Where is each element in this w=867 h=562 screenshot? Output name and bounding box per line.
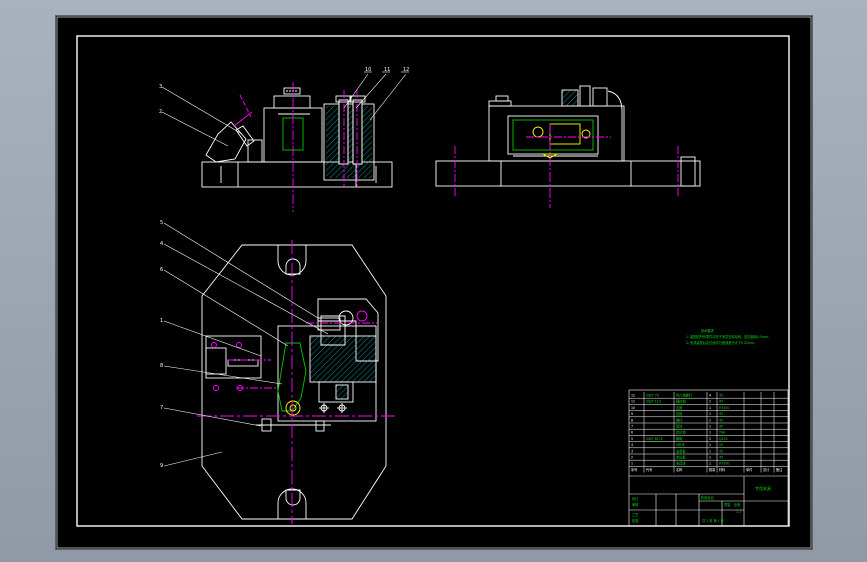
notes-heading: 技术要求	[701, 328, 715, 333]
column-header: 序号	[631, 467, 637, 472]
part-no: 11	[631, 400, 635, 404]
part-qty: 1	[709, 431, 711, 435]
sign-row-4: 批准	[632, 518, 639, 523]
part-no: 4	[631, 443, 633, 447]
drawing-title: 专用夹具	[755, 485, 771, 491]
balloon-front-3: 3	[159, 84, 162, 90]
part-material: 45	[719, 456, 723, 460]
part-qty: 2	[709, 400, 711, 404]
part-qty: 1	[709, 456, 711, 460]
balloon-plan-8: 8	[160, 363, 163, 369]
part-material: HT200	[719, 406, 729, 410]
part-material: Q235	[719, 437, 728, 441]
part-qty: 1	[709, 449, 711, 453]
sign-row-2: 审核	[632, 502, 639, 507]
balloon-front-11: 11	[384, 67, 390, 73]
balloon-plan-6: 6	[160, 267, 163, 273]
part-no: 9	[631, 412, 633, 416]
part-name: 螺杆	[676, 417, 683, 422]
sheet-number: 共 1 张 第 1 张	[702, 518, 725, 523]
part-no: 10	[631, 406, 635, 410]
part-qty: 1	[709, 425, 711, 429]
scale-label-2: 重量	[724, 502, 731, 507]
part-no: 12	[631, 394, 635, 398]
part-qty: 4	[709, 394, 711, 398]
balloon-plan-9: 9	[160, 463, 163, 469]
sign-row-1: 设计	[632, 496, 639, 501]
part-name: 定位销	[676, 430, 686, 435]
part-qty: 1	[709, 443, 711, 447]
part-name: 定位板	[676, 455, 686, 460]
part-name: 压板	[676, 411, 683, 416]
side-view	[435, 85, 701, 208]
scale-label-1: 阶段标记	[701, 495, 715, 500]
part-name: 支座	[676, 405, 683, 410]
part-name: 螺母	[676, 436, 682, 441]
part-no: 2	[631, 456, 633, 460]
part-material: 45	[719, 418, 723, 422]
assembly-drawing: 3 2 10 11 12	[56, 16, 812, 549]
balloon-plan-5: 5	[160, 220, 163, 226]
part-qty: 1	[709, 412, 711, 416]
balloon-plan-4: 4	[160, 241, 163, 247]
column-header: 代号	[646, 467, 652, 472]
notes-line-1: 1. 装配前所有零件清洗干净并去除毛刺，锐边倒钝0.5mm。	[686, 334, 771, 339]
part-material: 45	[719, 425, 723, 429]
part-material: 35	[719, 394, 723, 398]
part-qty: 2	[709, 437, 711, 441]
balloon-plan-7: 7	[160, 405, 163, 411]
plan-view	[163, 222, 396, 524]
balloon-front-2: 2	[159, 109, 162, 115]
balloon-front-10: 10	[365, 67, 371, 73]
part-qty: 1	[709, 462, 711, 466]
part-name: 支承板	[676, 448, 686, 453]
balloon-plan-1: 1	[160, 318, 163, 324]
outer-border	[56, 16, 812, 549]
column-header: 单件	[746, 467, 753, 472]
part-no: 1	[631, 462, 633, 466]
part-material: 45	[719, 400, 723, 404]
title-block	[628, 389, 789, 527]
part-material: 45	[719, 449, 723, 453]
part-name: V形块	[676, 442, 685, 447]
part-no: 6	[631, 431, 633, 435]
scale-label-3: 比例	[734, 502, 740, 507]
part-no: 8	[631, 418, 633, 422]
column-header: 名称	[676, 467, 683, 472]
balloon-front-12: 12	[403, 67, 409, 73]
part-name: 圆柱销	[676, 399, 686, 404]
part-name: 夹具体	[676, 461, 686, 466]
part-code: GB/T 6170	[646, 437, 663, 441]
part-qty: 1	[709, 418, 711, 422]
part-code: GB/T 70	[646, 394, 659, 398]
part-no: 7	[631, 425, 633, 429]
scale-value: 1:1	[736, 510, 741, 514]
column-header: 备注	[776, 467, 783, 472]
part-code: GB/T 119	[646, 400, 661, 404]
column-header: 数量	[709, 467, 716, 472]
part-name: 垫块	[676, 424, 683, 429]
column-header: 总计	[763, 467, 770, 472]
part-qty: 1	[709, 406, 711, 410]
part-material: HT200	[719, 462, 729, 466]
part-material: 45	[719, 412, 723, 416]
front-view	[161, 71, 409, 212]
sign-row-3: 工艺	[632, 512, 638, 517]
cad-viewport[interactable]: 3 2 10 11 12	[55, 15, 813, 550]
part-material: T8A	[718, 431, 726, 435]
part-name: 内六角螺钉	[676, 393, 693, 398]
column-header: 材料	[719, 467, 726, 472]
part-no: 5	[631, 437, 633, 441]
part-no: 3	[631, 449, 633, 453]
inner-border	[76, 35, 790, 527]
notes-line-2: 2. 夹具装配后定位面平行度误差不大于0.02mm。	[686, 340, 758, 345]
part-material: 20	[719, 443, 723, 447]
